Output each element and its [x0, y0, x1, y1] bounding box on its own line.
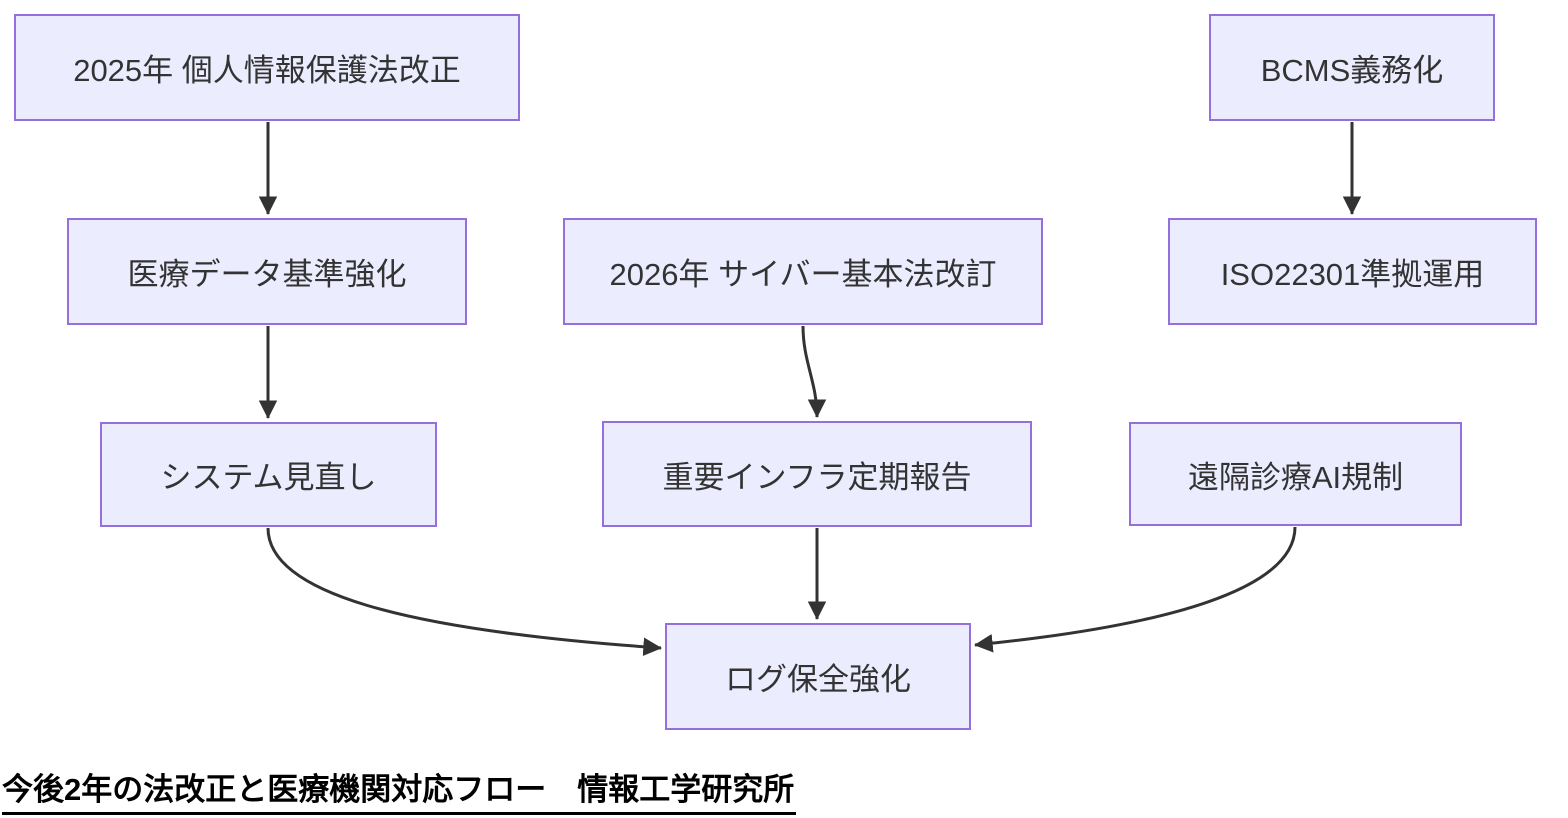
edge-cyber-law-to-infra-report — [801, 325, 827, 418]
node-bcms-mandatory: BCMS義務化 — [1209, 14, 1495, 121]
node-medical-data-standard: 医療データ基準強化 — [67, 218, 467, 325]
node-critical-infra-periodic-report: 重要インフラ定期報告 — [602, 421, 1032, 527]
node-log-preservation: ログ保全強化 — [665, 623, 971, 730]
edge-telemedicine-ai-to-log-preservation — [974, 526, 1297, 653]
node-2026-cyber-basic-law: 2026年 サイバー基本法改訂 — [563, 218, 1043, 325]
node-2025-privacy-law-revision: 2025年 個人情報保護法改正 — [14, 14, 520, 121]
node-system-review: システム見直し — [100, 422, 437, 527]
node-telemedicine-ai-regulation: 遠隔診療AI規制 — [1129, 422, 1462, 526]
diagram-caption: 今後2年の法改正と医療機関対応フロー 情報工学研究所 — [2, 764, 797, 815]
node-iso22301-compliant-operation: ISO22301準拠運用 — [1168, 218, 1537, 325]
edge-system-review-to-log-preservation — [266, 527, 662, 657]
